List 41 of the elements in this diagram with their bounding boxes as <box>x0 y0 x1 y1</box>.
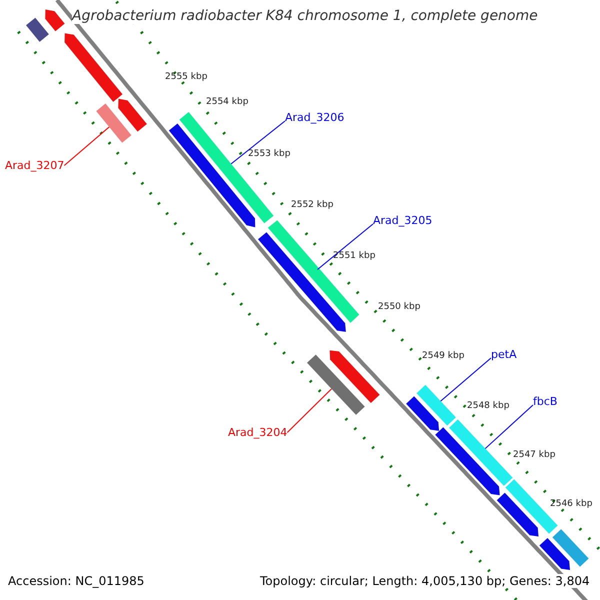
footer-text: Topology: circular; Length: 4,005,130 bp; Genes: 3,804 <box>260 574 590 588</box>
scale-label: 2550 kbp <box>378 302 420 312</box>
gene-feature <box>406 396 440 431</box>
gene-feature <box>435 427 500 496</box>
scale-label: 2554 kbp <box>206 97 248 107</box>
leader-line <box>230 120 286 164</box>
scale-label: 2549 kbp <box>422 351 464 361</box>
gene-feature <box>449 419 513 486</box>
gene-feature <box>307 354 365 415</box>
scale-label: 2548 kbp <box>467 401 510 411</box>
leader-line <box>64 126 110 166</box>
leader-line <box>440 358 492 402</box>
gene-label: fbcB <box>533 395 558 408</box>
gene-label: Arad_3206 <box>285 111 344 124</box>
scale-label: 2546 kbp <box>550 499 592 509</box>
gene-feature <box>179 112 274 224</box>
scale-label: 2555 kbp <box>165 72 208 82</box>
scale-label: 2553 kbp <box>248 149 290 159</box>
gene-feature <box>26 18 49 42</box>
gene-label: Arad_3204 <box>228 426 288 439</box>
scale-label: 2552 kbp <box>291 200 334 210</box>
gene-feature <box>330 350 380 403</box>
gene-feature <box>45 10 65 32</box>
footer-text: Accession: NC_011985 <box>8 574 144 588</box>
leader-line <box>317 224 374 270</box>
gene-label: Arad_3205 <box>373 214 432 227</box>
scale-label: 2551 kbp <box>333 251 376 261</box>
leader-line <box>484 404 534 450</box>
gene-label: Arad_3207 <box>5 159 64 172</box>
gene-feature <box>64 33 122 102</box>
gene-feature <box>268 220 360 323</box>
gene-feature <box>416 384 456 426</box>
gene-feature <box>118 98 147 132</box>
gene-label: petA <box>491 348 517 361</box>
gene-feature <box>96 104 132 143</box>
title: Agrobacterium radiobacter K84 chromosome 1, complete genome <box>72 8 538 24</box>
leader-line <box>286 388 332 433</box>
scale-label: 2547 kbp <box>513 450 556 460</box>
gene-feature <box>552 529 589 567</box>
gene-feature <box>539 538 570 570</box>
gene-feature <box>496 492 538 536</box>
